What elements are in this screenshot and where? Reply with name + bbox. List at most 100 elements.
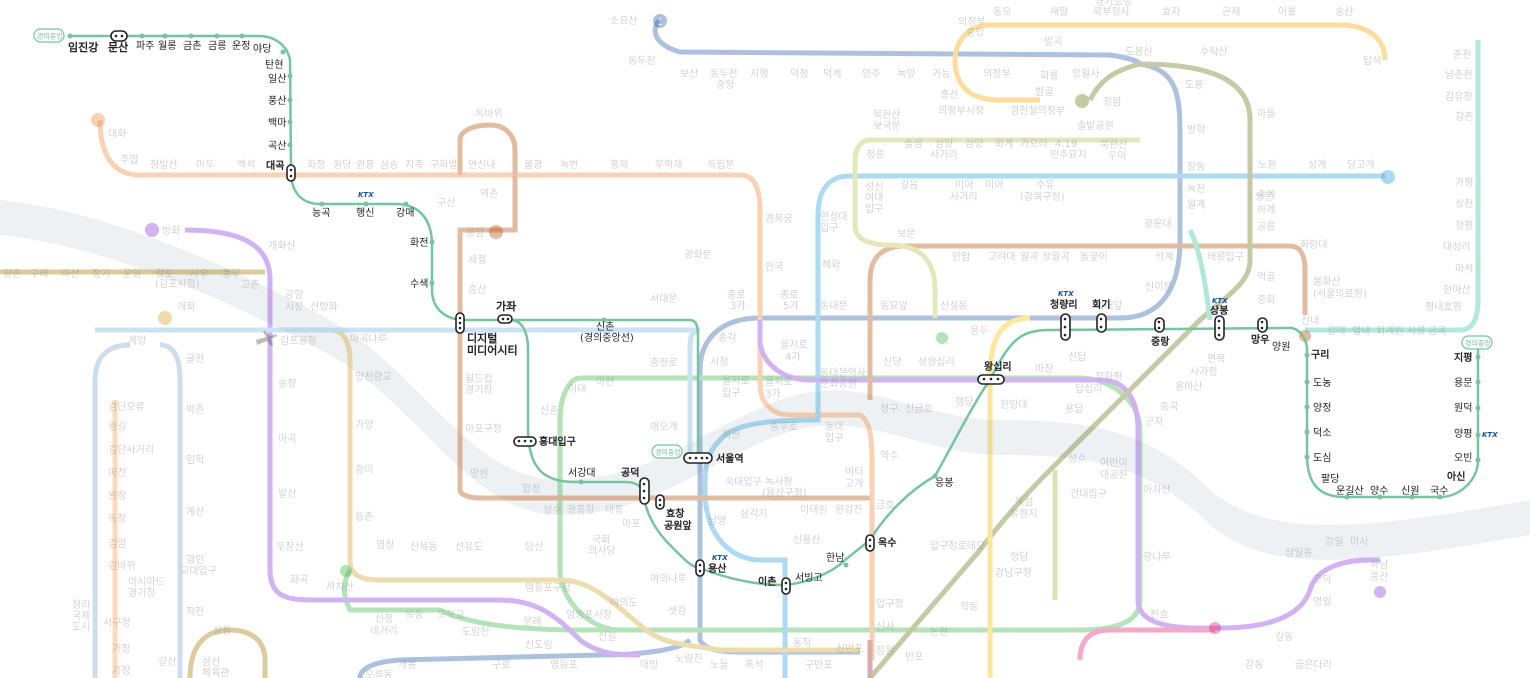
svg-text:경의중앙: 경의중앙 — [655, 448, 681, 457]
svg-text:영등포시장: 영등포시장 — [566, 609, 612, 621]
svg-text:동두천: 동두천 — [628, 55, 656, 67]
svg-text:동작: 동작 — [793, 637, 811, 649]
svg-text:홍제: 홍제 — [610, 158, 628, 171]
svg-text:갈산: 갈산 — [158, 655, 176, 668]
svg-text:우장산: 우장산 — [276, 541, 304, 553]
svg-text:강일: 강일 — [1325, 536, 1343, 548]
svg-text:신설동: 신설동 — [940, 300, 968, 312]
svg-text:임학: 임학 — [186, 453, 204, 466]
svg-text:KTX: KTX — [712, 554, 728, 562]
station-ilsan: 일산 — [268, 73, 286, 85]
svg-text:덕계: 덕계 — [823, 68, 841, 80]
station-gongdeok: 공덕 — [621, 466, 639, 479]
station-yangjeong: 양정 — [1313, 402, 1331, 414]
svg-text:대화: 대화 — [108, 128, 126, 140]
station-donong: 도농 — [1313, 377, 1331, 389]
station-dosim: 도심 — [1313, 452, 1331, 464]
svg-text:검단사거리: 검단사거리 — [108, 444, 154, 456]
svg-text:용두: 용두 — [970, 325, 988, 337]
svg-text:구산: 구산 — [437, 197, 455, 209]
station-sangbong: 상봉 — [1210, 304, 1228, 317]
station-asin: 아신 — [1447, 470, 1465, 483]
station-hyochang-1: 효창 — [666, 507, 685, 520]
station-cheongnyangni: 청량리 — [1050, 298, 1078, 311]
station-yangwon: 양원 — [1272, 341, 1290, 353]
svg-text:숙대입구: 숙대입구 — [725, 475, 762, 488]
station-neunggok: 능곡 — [312, 207, 330, 219]
svg-text:가평: 가평 — [1455, 177, 1473, 189]
svg-text:의정부시청: 의정부시청 — [938, 105, 984, 117]
svg-text:압구정로데오: 압구정로데오 — [930, 539, 985, 552]
svg-text:고촌: 고촌 — [241, 279, 259, 291]
svg-text:효자: 효자 — [1162, 6, 1180, 18]
svg-text:응암: 응암 — [466, 227, 484, 239]
svg-text:왕길: 왕길 — [108, 420, 126, 433]
svg-text:경인: 경인 — [186, 553, 204, 566]
svg-text:화정: 화정 — [307, 159, 325, 171]
svg-text:도봉: 도봉 — [1185, 79, 1203, 91]
svg-text:검바위: 검바위 — [108, 559, 136, 572]
svg-text:삼산: 삼산 — [202, 656, 220, 668]
svg-text:사거리: 사거리 — [950, 191, 978, 203]
svg-text:의정부: 의정부 — [958, 16, 986, 28]
svg-text:네거리: 네거리 — [370, 625, 398, 637]
svg-text:4가: 4가 — [785, 351, 801, 363]
svg-text:길동: 길동 — [1275, 630, 1293, 643]
svg-text:봉화산: 봉화산 — [1313, 276, 1341, 288]
svg-text:녹번: 녹번 — [560, 159, 578, 171]
svg-text:3가: 3가 — [730, 300, 746, 312]
svg-text:귤현: 귤현 — [186, 353, 204, 365]
svg-text:을지로: 을지로 — [722, 375, 750, 387]
station-sinchon-gj-1: 신촌 — [596, 321, 614, 333]
svg-text:민주묘지: 민주묘지 — [1050, 149, 1087, 161]
svg-text:체육관: 체육관 — [202, 667, 230, 678]
station-jipyeong: 지평 — [1454, 351, 1472, 364]
svg-text:송산: 송산 — [1335, 6, 1353, 18]
svg-text:어린이: 어린이 — [1100, 457, 1128, 469]
station-haengsin: 행신 — [356, 207, 374, 219]
svg-text:평내호평: 평내호평 — [1425, 301, 1462, 313]
svg-text:신답: 신답 — [1068, 351, 1086, 363]
svg-text:검단오류: 검단오류 — [108, 401, 145, 413]
svg-text:4.19: 4.19 — [1055, 139, 1077, 150]
svg-text:망월사: 망월사 — [1072, 68, 1100, 80]
svg-text:백석: 백석 — [237, 159, 255, 171]
svg-text:대방: 대방 — [640, 659, 658, 671]
svg-text:주엽: 주엽 — [120, 154, 138, 166]
station-imjingang: 임진강 — [68, 40, 98, 54]
svg-text:여대: 여대 — [865, 192, 883, 204]
station-goksan: 곡산 — [268, 140, 286, 152]
svg-text:1: 1 — [657, 18, 663, 28]
svg-text:염창: 염창 — [376, 539, 394, 551]
svg-text:(용산구청): (용산구청) — [762, 487, 807, 499]
svg-text:회룡: 회룡 — [1040, 70, 1058, 82]
station-yongmun: 용문 — [1454, 377, 1472, 389]
svg-text:당산: 당산 — [525, 541, 543, 553]
svg-text:강남구청: 강남구청 — [995, 567, 1032, 579]
svg-text:대성리: 대성리 — [1443, 241, 1471, 253]
svg-text:회현: 회현 — [722, 429, 740, 441]
station-yadang: 야당 — [253, 43, 271, 55]
svg-text:지축: 지축 — [405, 159, 423, 171]
svg-text:상일동: 상일동 — [1285, 547, 1313, 559]
svg-text:상천: 상천 — [1455, 198, 1473, 210]
svg-text:뚝섬: 뚝섬 — [1015, 496, 1033, 508]
svg-text:도시: 도시 — [72, 621, 90, 633]
svg-text:대공원: 대공원 — [1100, 469, 1128, 481]
svg-text:가오리: 가오리 — [1020, 138, 1048, 150]
svg-text:양천향교: 양천향교 — [355, 371, 392, 383]
svg-text:서구청: 서구청 — [103, 617, 131, 629]
svg-text:북부청사: 북부청사 — [1093, 6, 1130, 18]
svg-text:사가정: 사가정 — [1190, 366, 1218, 378]
svg-text:반포: 반포 — [905, 651, 923, 663]
svg-text:방학: 방학 — [1187, 124, 1205, 136]
svg-text:정발산: 정발산 — [150, 159, 178, 171]
svg-text:시청: 시청 — [710, 356, 728, 368]
station-unjeong: 운정 — [232, 40, 250, 52]
svg-text:동대문: 동대문 — [820, 300, 848, 312]
svg-text:미아: 미아 — [955, 179, 973, 191]
svg-text:종로: 종로 — [780, 289, 798, 301]
svg-text:가능: 가능 — [932, 68, 950, 80]
svg-text:녹양: 녹양 — [897, 68, 915, 80]
svg-text:고개: 고개 — [845, 478, 863, 490]
